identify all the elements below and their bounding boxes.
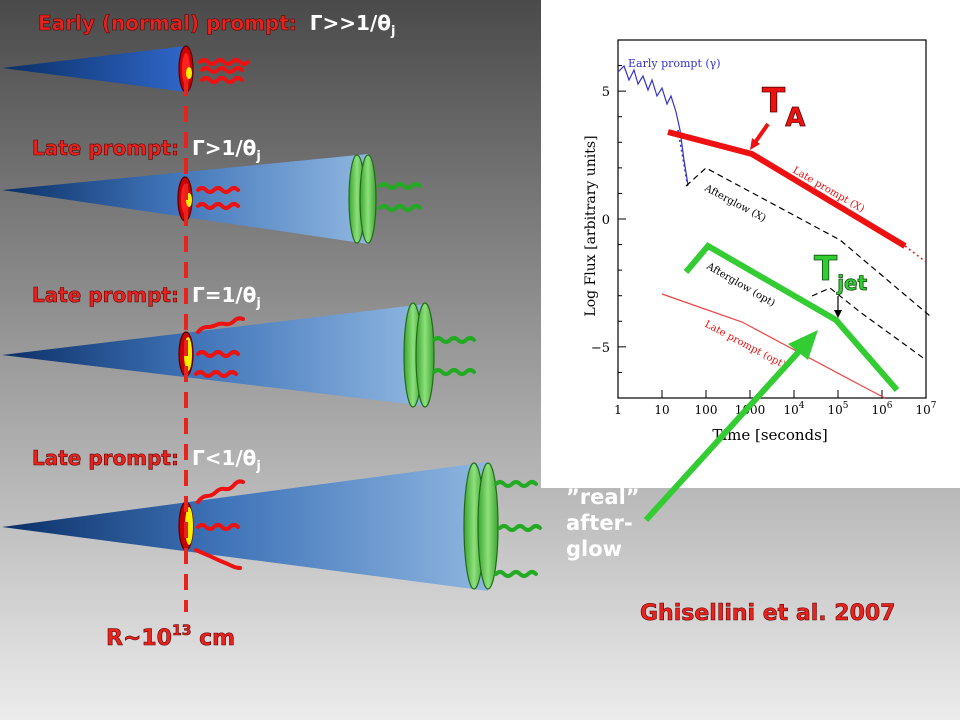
x-tick-label: 1 bbox=[614, 403, 622, 417]
panel-label-late-lt: Late prompt: Γ<1/θj bbox=[32, 446, 261, 474]
y-axis-label: Log Flux [arbitrary units] bbox=[583, 135, 599, 316]
afterglow-shell bbox=[359, 154, 377, 244]
jet-cone bbox=[2, 462, 488, 591]
x-tick-label: 104 bbox=[783, 401, 804, 417]
tjet-label: Tjet bbox=[814, 249, 868, 295]
x-tick-label: 10 bbox=[654, 403, 669, 417]
afterglow-opt-curve bbox=[683, 242, 900, 392]
citation: Ghisellini et al. 2007 bbox=[640, 601, 896, 626]
red-photons bbox=[196, 186, 240, 210]
x-tick-label: 107 bbox=[915, 401, 936, 417]
tjet-tick-arrowhead bbox=[834, 310, 842, 318]
afterglow-shell bbox=[415, 302, 435, 408]
radius-label: R~1013 cm bbox=[106, 623, 235, 651]
x-tick-label: 106 bbox=[871, 401, 892, 417]
ta-label: TA bbox=[762, 81, 805, 133]
y-tick-label: −5 bbox=[591, 341, 610, 356]
x-axis-label: Time [seconds] bbox=[712, 426, 827, 444]
ta-arrowhead bbox=[750, 138, 760, 150]
y-tick-label: 5 bbox=[602, 85, 610, 100]
red-photons bbox=[198, 58, 250, 84]
jet-panel-early bbox=[2, 45, 250, 93]
x-tick-label: 100 bbox=[695, 403, 718, 417]
real-afterglow-arrow bbox=[643, 343, 807, 523]
afterglow-shell bbox=[477, 462, 499, 590]
real-afterglow-text: ”real” after- glow bbox=[566, 485, 647, 561]
panel-label-early: Early (normal) prompt: Γ>>1/θj bbox=[38, 11, 395, 39]
green-photons bbox=[378, 182, 422, 212]
ta-arrow bbox=[752, 122, 770, 146]
y-axis: 5 0 −5 bbox=[591, 65, 626, 373]
red-photons bbox=[194, 316, 245, 378]
y-tick-label: 0 bbox=[602, 213, 610, 228]
panel-label-late-gt: Late prompt: Γ>1/θj bbox=[32, 136, 261, 164]
emission-spot bbox=[186, 67, 192, 79]
late-prompt-x-curve bbox=[667, 129, 907, 249]
early-prompt-curve bbox=[617, 64, 689, 186]
jet-cone bbox=[2, 46, 186, 92]
x-tick-label: 105 bbox=[827, 401, 848, 417]
real-afterglow-arrowhead bbox=[788, 330, 818, 360]
red-photons bbox=[194, 479, 245, 570]
panel-label-late-eq: Late prompt: Γ=1/θj bbox=[32, 283, 261, 311]
green-photons bbox=[494, 480, 542, 578]
green-photons bbox=[432, 336, 476, 376]
early-prompt-label: Early prompt (γ) bbox=[628, 57, 721, 70]
afterglow-x-curve bbox=[685, 167, 931, 317]
